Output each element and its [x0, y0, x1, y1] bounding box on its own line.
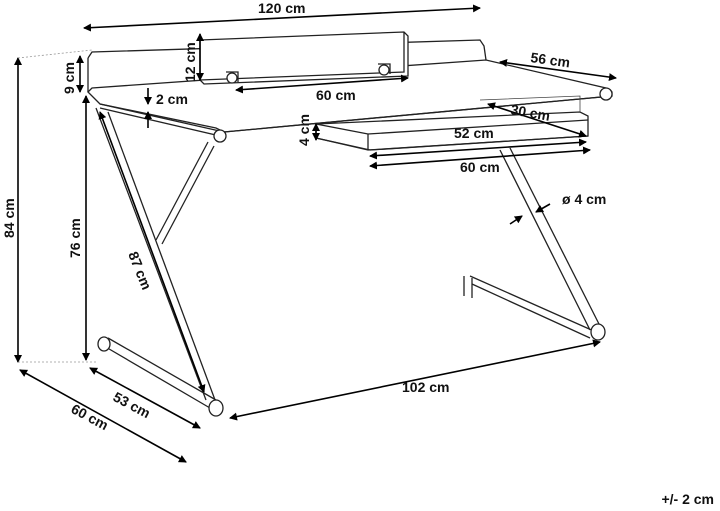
label-drawer-inner-width: 52 cm [454, 125, 494, 141]
label-total-height: 84 cm [1, 198, 17, 238]
label-foot-inner: 53 cm [111, 389, 154, 422]
label-top-thickness: 2 cm [156, 91, 188, 107]
label-rim-height: 9 cm [61, 62, 77, 94]
monitor-shelf [199, 31, 409, 85]
dimension-labels: 120 cm 12 cm 9 cm 56 cm 60 cm 2 cm 30 cm… [1, 0, 606, 433]
label-drawer-depth: 30 cm [509, 101, 551, 124]
dimension-lines [14, 4, 617, 463]
label-floor-width: 102 cm [402, 379, 449, 395]
label-foot-outer: 60 cm [69, 401, 112, 434]
tolerance-note: +/- 2 cm [661, 491, 714, 507]
label-shelf-width: 60 cm [316, 87, 356, 103]
right-leg [463, 147, 606, 341]
label-shelf-height: 12 cm [182, 42, 198, 82]
label-leg-diagonal: 87 cm [125, 249, 155, 292]
label-leg-diameter: ø 4 cm [562, 191, 606, 207]
label-total-width: 120 cm [258, 0, 305, 16]
label-drawer-height: 4 cm [296, 114, 312, 146]
label-desk-height: 76 cm [67, 218, 83, 258]
label-drawer-width: 60 cm [460, 159, 500, 175]
label-total-depth: 56 cm [530, 49, 572, 70]
